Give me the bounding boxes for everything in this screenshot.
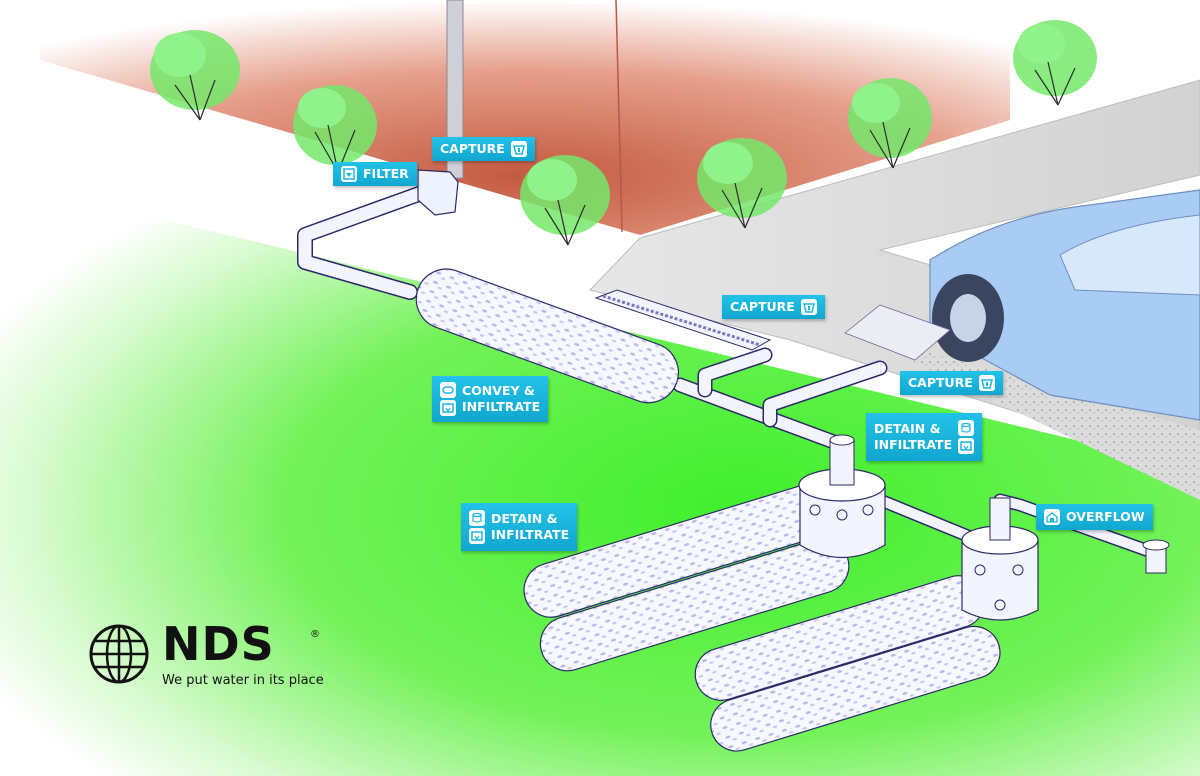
infiltrate-icon [958,438,975,454]
shrub-6 [1013,20,1097,106]
overflow-emitter [1142,539,1170,574]
car [929,189,1200,421]
callout-overflow: OVERFLOW [1036,504,1153,530]
brand-name: NDS [162,617,275,671]
callout-capture-paver-label: CAPTURE [908,375,973,390]
infiltrate-icon [469,528,485,544]
catch-basin-lower [961,497,1039,621]
callout-detain-infiltrate-upper: DETAIN & INFILTRATE [866,413,983,461]
wall-corner [615,0,623,233]
callout-capture-downspout: CAPTURE [432,137,535,161]
callout-capture-paver: CAPTURE [900,371,1003,395]
trench-drain [594,289,772,351]
callout-filter-label: FILTER [363,166,409,181]
brand-tagline: We put water in its place [162,673,324,688]
filter-box [417,169,459,216]
callout-convey-infiltrate-line2: INFILTRATE [462,399,541,414]
callout-detain-infiltrate-lower: DETAIN & INFILTRATE [461,503,578,551]
overflow-icon [1044,509,1060,525]
globe-icon [89,624,149,684]
capture-icon [510,141,527,157]
callout-capture-channel: CAPTURE [722,295,825,319]
detain-icon [958,420,975,436]
convey-icon [440,382,456,398]
callout-filter: FILTER [333,162,417,186]
catch-basin-upper [798,434,886,559]
shrub-1 [150,30,240,121]
capture-icon [978,375,995,391]
callout-detain-infiltrate-lower-line2: INFILTRATE [491,527,570,542]
capture-icon [800,299,817,315]
shrub-5 [848,78,932,169]
infiltrate-icon [440,400,456,416]
detention-chambers-right [694,575,1001,752]
callout-detain-infiltrate-upper-line1: DETAIN & [874,421,941,436]
callout-detain-infiltrate-upper-line2: INFILTRATE [874,437,953,452]
shrub-2 [293,85,377,173]
permeable-pavers [844,304,951,361]
shrub-4 [697,138,787,229]
shrub-3 [520,155,610,246]
detain-icon [469,510,485,526]
registered-mark: ® [310,629,320,640]
infiltration-pipe [415,268,679,404]
callout-detain-infiltrate-lower-line1: DETAIN & [491,511,558,526]
callout-convey-infiltrate-line1: CONVEY & [462,383,535,398]
callout-convey-infiltrate: CONVEY & INFILTRATE [432,376,549,422]
callout-capture-channel-label: CAPTURE [730,299,795,314]
callout-overflow-label: OVERFLOW [1066,509,1145,524]
filter-icon [341,166,357,182]
callout-capture-downspout-label: CAPTURE [440,141,505,156]
nds-logo: NDS ® We put water in its place [88,617,328,693]
detention-chambers-left [523,484,850,672]
